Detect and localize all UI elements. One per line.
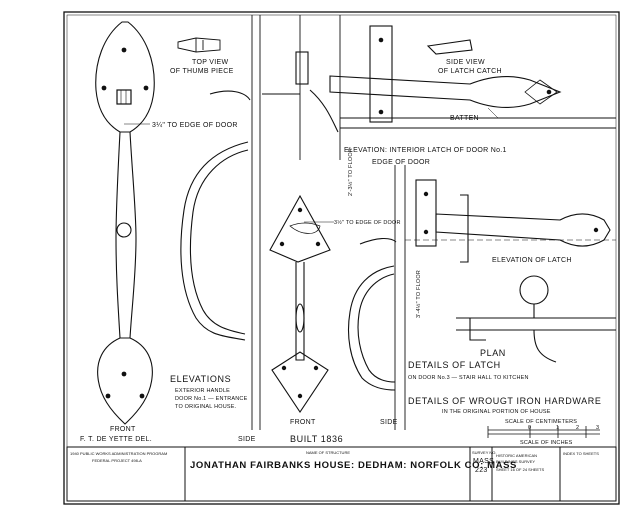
elevation-latch-rivets: [423, 191, 599, 235]
exterior-handle-side: [180, 90, 251, 341]
batten-label: BATTEN: [450, 115, 479, 122]
latch-side-profile: [347, 237, 397, 391]
survey-state: MASS: [473, 458, 494, 465]
plan-label: PLAN: [480, 348, 506, 358]
wpa-line-1: 1940 PUBLIC WORKS ADMINISTRATION PROGRAM: [70, 451, 167, 456]
habs-line-1: HISTORIC AMERICAN: [496, 453, 537, 458]
batten-leader: [487, 107, 499, 119]
interior-latch-door-1: [262, 25, 616, 133]
latch-catch-label: OF LATCH CATCH: [438, 68, 502, 75]
divider-lines: [251, 15, 406, 430]
habs-line-2: BUILDINGS SURVEY: [496, 459, 535, 464]
exterior-handle-note-2: DOOR No.1 — ENTRANCE: [175, 396, 248, 402]
index-to-sheets: INDEX TO SHEETS: [563, 451, 599, 456]
scale-inches-label: SCALE OF INCHES: [520, 440, 573, 446]
built-label: BUILT 1836: [290, 434, 343, 444]
side-label-2: SIDE: [380, 419, 398, 426]
front-label-left: FRONT: [110, 426, 136, 433]
elevation-of-latch: [405, 179, 616, 263]
thumb-piece-label: OF THUMB PIECE: [170, 68, 234, 75]
thumb-piece-top-view: [177, 37, 221, 53]
name-of-structure-label: NAME OF STRUCTURE: [306, 450, 350, 455]
center-edge-label: 3½" TO EDGE OF DOOR: [334, 219, 401, 226]
edge-of-door-label: EDGE OF DOOR: [372, 159, 430, 166]
scale-tick-2: 2: [576, 425, 579, 431]
front-label-center: FRONT: [290, 419, 316, 426]
floor-dimension-2: 3'-4½" TO FLOOR: [415, 270, 422, 318]
side-view-label: SIDE VIEW: [446, 59, 485, 66]
elevations-label: ELEVATIONS: [170, 374, 231, 384]
edge-dimension-label: 3¼" TO EDGE OF DOOR: [152, 122, 238, 129]
scale-bars: [487, 426, 600, 438]
survey-no-label: SURVEY NO.: [472, 450, 497, 455]
wpa-line-2: FEDERAL PROJECT 498-A: [92, 458, 142, 463]
details-of-latch-sub: ON DOOR No.3 — STAIR HALL TO KITCHEN: [408, 375, 529, 381]
exterior-handle-note-3: TO ORIGINAL HOUSE.: [175, 404, 237, 410]
latch-front-elevation: [269, 194, 331, 413]
handle-rivets: [101, 47, 149, 399]
top-view-label: TOP VIEW: [192, 59, 228, 66]
elevation-of-latch-label: ELEVATION OF LATCH: [492, 257, 572, 264]
scale-tick-3: 3: [596, 425, 599, 431]
latch-front-rivets: [279, 207, 321, 399]
structure-name: JONATHAN FAIRBANKS HOUSE: DEDHAM: NORFOL…: [190, 460, 517, 471]
exterior-handle-note-1: EXTERIOR HANDLE: [175, 388, 230, 394]
elevation-interior-latch-label: ELEVATION: INTERIOR LATCH OF DOOR No.1: [344, 147, 507, 154]
scale-tick-0: 0: [528, 425, 531, 431]
latch-rivets: [378, 37, 552, 115]
exterior-handle-front: [95, 21, 155, 425]
survey-number: 223: [475, 467, 488, 474]
side-label-1: SIDE: [238, 436, 256, 443]
floor-dimension-1: 2'-3½" TO FLOOR: [347, 148, 354, 196]
scale-tick-1: 1: [556, 425, 559, 431]
delineator-label: F. T. DE YETTE DEL.: [80, 436, 152, 443]
title-block: [66, 446, 617, 502]
scale-centimeters-label: SCALE OF CENTIMETERS: [505, 419, 577, 425]
sheet-number: SHEET 16 OF 24 SHEETS: [496, 467, 544, 472]
sheet-border: [63, 11, 620, 505]
details-wrought-iron-label: DETAILS OF WROUGT IRON HARDWARE: [408, 396, 601, 406]
details-of-latch-label: DETAILS OF LATCH: [408, 360, 501, 370]
latch-plan: [456, 275, 616, 363]
details-wrought-iron-sub: IN THE ORIGINAL PORTION OF HOUSE: [442, 409, 551, 415]
